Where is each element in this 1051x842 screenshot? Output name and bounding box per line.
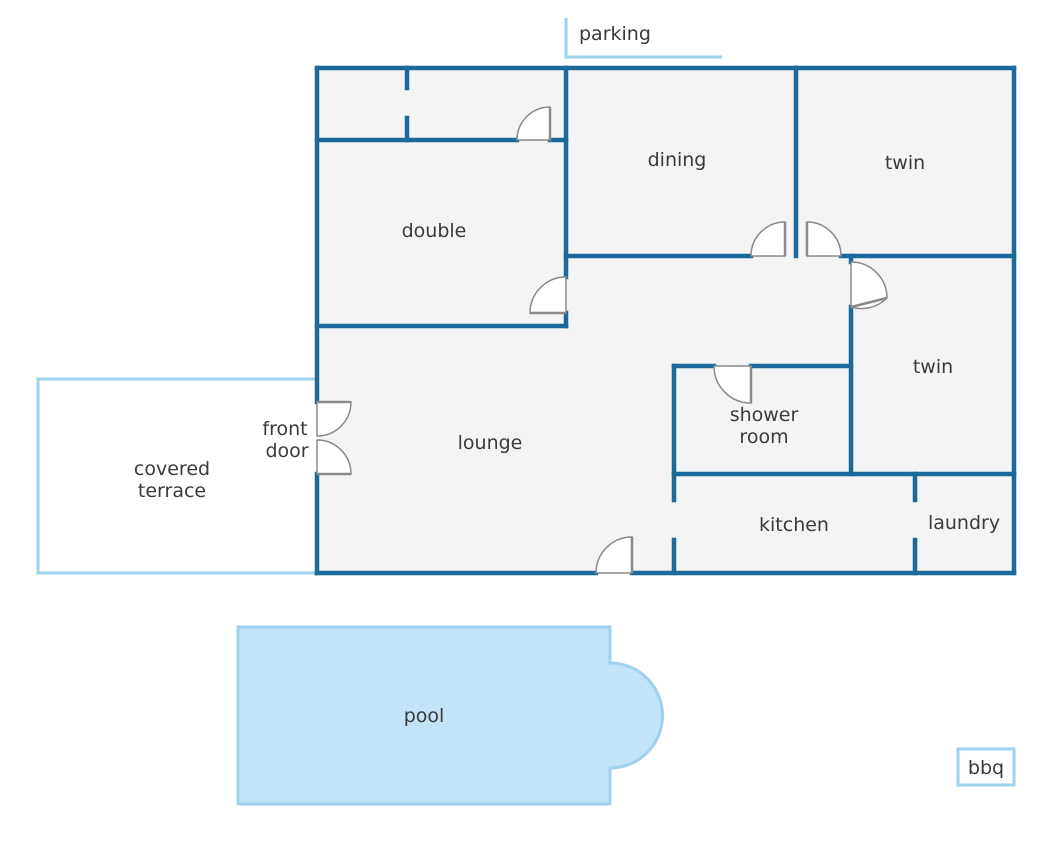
twin-right-label: twin [913, 356, 953, 378]
shower-room-door [713, 365, 753, 404]
front-door [316, 400, 352, 476]
interior-walls [314, 65, 1017, 576]
covered-terrace-label-line2: terrace [138, 480, 206, 502]
lounge-label: lounge [458, 432, 523, 454]
twin-top-door [805, 221, 842, 257]
double-label: double [402, 220, 467, 242]
twin-top-label: twin [885, 152, 925, 174]
covered-terrace-label-line1: covered [134, 458, 210, 480]
front-door-label-line1: front [262, 418, 307, 440]
parking-label: parking [579, 23, 651, 45]
pool-shape [236, 625, 664, 806]
dining-label: dining [648, 149, 707, 171]
pool-label: pool [404, 705, 445, 727]
bbq-label: bbq [968, 757, 1004, 779]
double-bedroom-door [529, 276, 567, 315]
covered-terrace-outline [36, 377, 317, 575]
laundry-label: laundry [928, 512, 1000, 534]
front-door-label-line2: door [265, 440, 308, 462]
closet-door [516, 106, 552, 141]
back-door [595, 536, 634, 574]
shower-room-label-line1: shower [730, 404, 799, 426]
parking-area [564, 18, 722, 59]
twin-right-door [850, 261, 888, 310]
exterior-walls [314, 65, 1017, 576]
dining-door [750, 221, 787, 257]
kitchen-label: kitchen [759, 514, 829, 536]
house-floor [317, 68, 1014, 573]
shower-room-label-line2: room [739, 426, 788, 448]
bbq-box [956, 747, 1016, 787]
